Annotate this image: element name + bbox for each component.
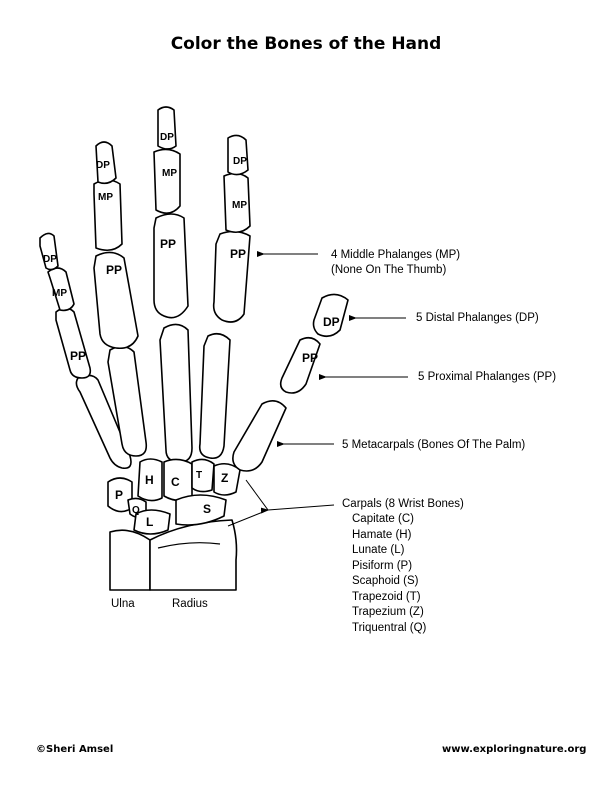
trapezium-bone (213, 462, 241, 496)
svg-text:L: L (146, 515, 153, 529)
dp-3 (157, 106, 177, 150)
svg-text:DP: DP (43, 254, 57, 265)
carpal-trapezium: Trapezium (Z) (352, 606, 424, 618)
hamate-bone (137, 458, 163, 502)
svg-text:H: H (145, 473, 154, 487)
svg-text:MP: MP (232, 200, 247, 211)
ulna-label: Ulna (111, 598, 135, 610)
metacarpal-3 (159, 323, 193, 463)
carpal-trapezoid: Trapezoid (T) (352, 590, 421, 603)
dp-2 (227, 134, 249, 176)
pp-1 (279, 336, 321, 394)
svg-text:MP: MP (52, 288, 67, 299)
svg-text:S: S (203, 502, 211, 516)
svg-text:PP: PP (70, 349, 86, 363)
pp-5 (55, 307, 92, 379)
dp-5 (39, 232, 59, 271)
metacarpal-2 (198, 332, 231, 460)
carpal-lunate: Lunate (L) (352, 544, 405, 556)
radius-label: Radius (172, 598, 208, 610)
svg-text:PP: PP (106, 263, 122, 277)
svg-text:PP: PP (302, 351, 318, 365)
svg-text:MP: MP (98, 192, 113, 203)
svg-text:DP: DP (96, 160, 110, 171)
page-title: Color the Bones of the Hand (170, 34, 442, 54)
pp-4 (93, 251, 139, 350)
metacarpal-5 (75, 374, 132, 470)
svg-text:Z: Z (221, 471, 228, 485)
svg-text:PP: PP (230, 247, 246, 261)
carpal-scaphoid: Scaphoid (S) (352, 575, 419, 587)
mp-4 (93, 179, 123, 252)
website-text: www.exploringnature.org (442, 744, 587, 755)
svg-text:PP: PP (160, 237, 176, 251)
copyright-text: ©Sheri Amsel (36, 744, 114, 755)
carpal-capitate: Capitate (C) (352, 513, 414, 525)
svg-text:DP: DP (160, 132, 174, 143)
svg-text:DP: DP (323, 315, 340, 329)
mp-3 (153, 148, 181, 214)
metacarpals-label: 5 Metacarpals (Bones Of The Palm) (342, 439, 526, 451)
metacarpal-1 (232, 400, 287, 472)
carpals-heading: Carpals (8 Wrist Bones) (342, 498, 464, 510)
carpal-hamate: Hamate (H) (352, 528, 412, 541)
carpal-triquetral: Triquentral (Q) (352, 621, 427, 634)
svg-text:C: C (171, 475, 180, 489)
pp-3 (153, 213, 189, 319)
trapezoid-bone (191, 458, 215, 493)
carpal-pisiform: Pisiform (P) (352, 559, 413, 572)
bone-labels: DP MP PP DP MP PP DP MP PP DP MP PP DP P… (43, 132, 340, 529)
scaphoid-bone (175, 494, 227, 526)
carpals-list: Capitate (C) Hamate (H) Lunate (L) Pisif… (352, 512, 426, 635)
svg-text:T: T (196, 470, 202, 481)
ulna-bone (109, 529, 151, 591)
svg-text:MP: MP (162, 168, 177, 179)
proximal-phalanges-label: 5 Proximal Phalanges (PP) (418, 371, 557, 383)
lunate-bone (133, 509, 171, 535)
pp-2 (212, 230, 251, 323)
svg-text:P: P (115, 488, 123, 502)
svg-text:Q: Q (132, 505, 140, 516)
middle-phalanges-label: 4 Middle Phalanges (MP) (331, 249, 461, 261)
dp-4 (95, 141, 117, 185)
pointer-arrows (227, 251, 408, 527)
dp-1 (312, 293, 349, 338)
distal-phalanges-label: 5 Distal Phalanges (DP) (416, 312, 539, 324)
radius-bone (149, 519, 238, 591)
svg-text:DP: DP (233, 156, 247, 167)
middle-phalanges-note: (None On The Thumb) (331, 264, 447, 276)
